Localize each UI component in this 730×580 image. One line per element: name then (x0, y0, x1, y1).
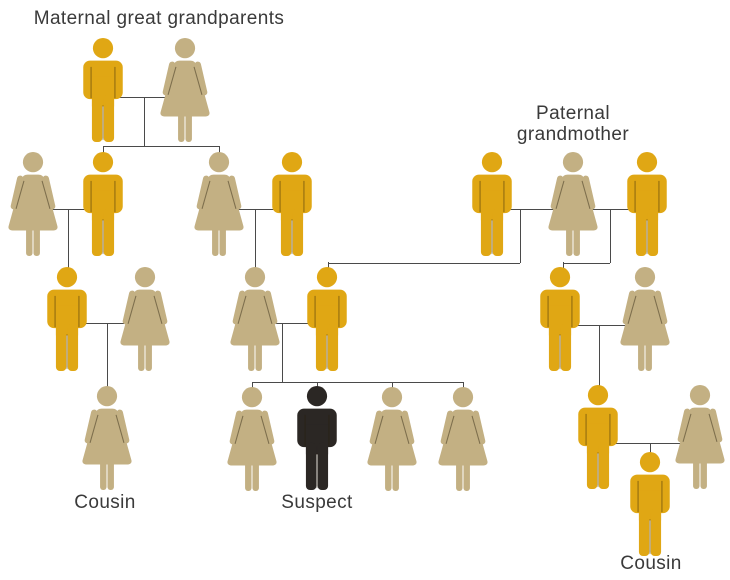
male-pictogram-icon (46, 267, 88, 371)
male-pictogram-icon (296, 386, 338, 490)
maternal-great-grandfather-figure (74, 38, 132, 142)
male-relative-figure (531, 267, 589, 371)
cousin-right-label: Cousin (620, 553, 682, 574)
female-pictogram-icon (437, 387, 489, 491)
connector-line (328, 262, 329, 269)
male-pictogram-icon (539, 267, 581, 371)
connector-line (508, 209, 555, 210)
female-relative-figure (4, 152, 62, 256)
connector-line (68, 209, 69, 268)
male-pictogram-icon (577, 385, 619, 489)
female-pictogram-icon (81, 386, 133, 490)
female-pictogram-icon (119, 267, 171, 371)
connector-line (103, 146, 104, 153)
female-relative-figure (116, 267, 174, 371)
female-pictogram-icon (159, 38, 211, 142)
female-relative-figure (616, 267, 674, 371)
connector-line (563, 262, 564, 269)
connector-line (591, 209, 631, 210)
male-pictogram-icon (82, 152, 124, 256)
female-relative-figure (226, 267, 284, 371)
female-pictogram-icon (619, 267, 671, 371)
female-pictogram-icon (229, 267, 281, 371)
suspect-figure (288, 386, 346, 490)
connector-line (563, 263, 610, 264)
connector-line (463, 382, 464, 389)
maternal-great-grandmother-figure (156, 38, 214, 142)
connector-line (273, 323, 311, 324)
male-pictogram-icon (629, 452, 671, 556)
female-pictogram-icon (366, 387, 418, 491)
connector-line (610, 209, 611, 263)
male-pictogram-icon (271, 152, 313, 256)
connector-line (83, 323, 127, 324)
paternal-grandmother-figure (544, 152, 602, 256)
female-pictogram-icon (193, 152, 245, 256)
connector-line (237, 209, 276, 210)
connector-line (614, 443, 682, 444)
male-pictogram-icon (82, 38, 124, 142)
female-relative-figure (363, 387, 421, 491)
connector-line (328, 263, 520, 264)
connector-line (51, 209, 87, 210)
female-pictogram-icon (674, 385, 726, 489)
male-relative-figure (569, 385, 627, 489)
paternal-grandmother-label: Paternal grandmother (516, 103, 630, 145)
male-relative-figure (74, 152, 132, 256)
male-pictogram-icon (306, 267, 348, 371)
female-pictogram-icon (547, 152, 599, 256)
male-relative-figure (298, 267, 356, 371)
connector-line (599, 325, 600, 386)
connector-line (650, 443, 651, 454)
female-pictogram-icon (226, 387, 278, 491)
cousin-figure-right (621, 452, 679, 556)
female-relative-figure (223, 387, 281, 491)
male-relative-figure (38, 267, 96, 371)
maternal-great-grandparents-label: Maternal great grandparents (33, 8, 285, 29)
suspect-label: Suspect (281, 492, 353, 513)
connector-line (576, 325, 627, 326)
male-relative-figure (263, 152, 321, 256)
connector-line (392, 382, 393, 389)
connector-line (107, 323, 108, 387)
female-relative-figure (671, 385, 729, 489)
male-pictogram-icon (626, 152, 668, 256)
male-relative-figure (618, 152, 676, 256)
cousin-left-label: Cousin (74, 492, 136, 513)
connector-line (103, 146, 219, 147)
connector-line (144, 97, 145, 147)
connector-line (119, 97, 167, 98)
connector-line (282, 323, 283, 383)
male-pictogram-icon (471, 152, 513, 256)
connector-line (255, 209, 256, 268)
female-relative-figure (434, 387, 492, 491)
male-relative-figure (463, 152, 521, 256)
connector-line (252, 382, 253, 389)
connector-line (520, 209, 521, 263)
connector-line (252, 382, 463, 383)
connector-line (317, 382, 318, 388)
connector-line (219, 146, 220, 153)
female-pictogram-icon (7, 152, 59, 256)
cousin-figure-left (78, 386, 136, 490)
female-relative-figure (190, 152, 248, 256)
